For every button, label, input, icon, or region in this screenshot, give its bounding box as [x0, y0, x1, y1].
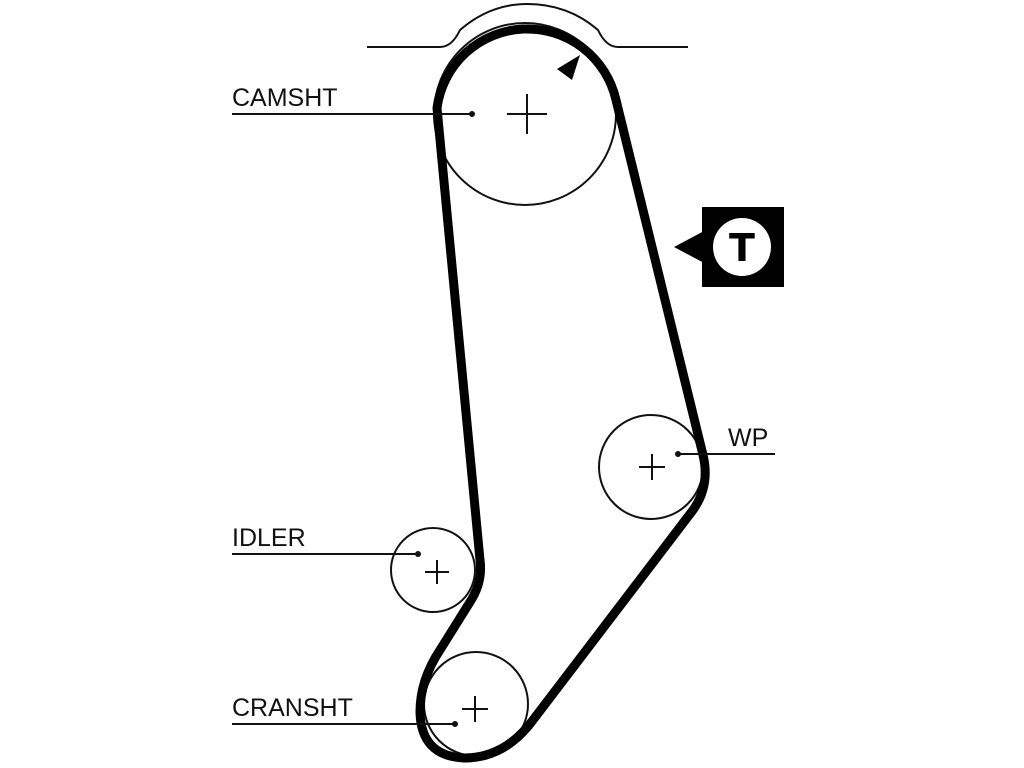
camshaft-callout: CAMSHT [232, 84, 475, 117]
idler-pulley [390, 527, 476, 613]
rotation-direction-arrow-icon [557, 55, 580, 80]
tensioner-badge-letter: T [729, 226, 755, 270]
camshaft-center-mark [507, 94, 547, 134]
camshaft-label: CAMSHT [232, 84, 338, 112]
water-pump-callout: WP [675, 424, 775, 457]
timing-belt [415, 24, 710, 763]
crankshaft-label: CRANSHT [232, 694, 353, 722]
crankshaft-callout: CRANSHT [232, 694, 458, 727]
water-pump-center-mark [639, 454, 665, 480]
idler-center-mark [425, 560, 449, 584]
cover-edge-line [367, 2, 688, 48]
idler-callout: IDLER [232, 524, 421, 557]
tensioner-pointer [674, 230, 706, 264]
water-pump-label: WP [728, 424, 768, 452]
crankshaft-center-mark [462, 696, 488, 722]
idler-label: IDLER [232, 524, 306, 552]
tensioner-marker-icon: T [674, 207, 784, 287]
tensioner-badge-circle [713, 218, 771, 276]
